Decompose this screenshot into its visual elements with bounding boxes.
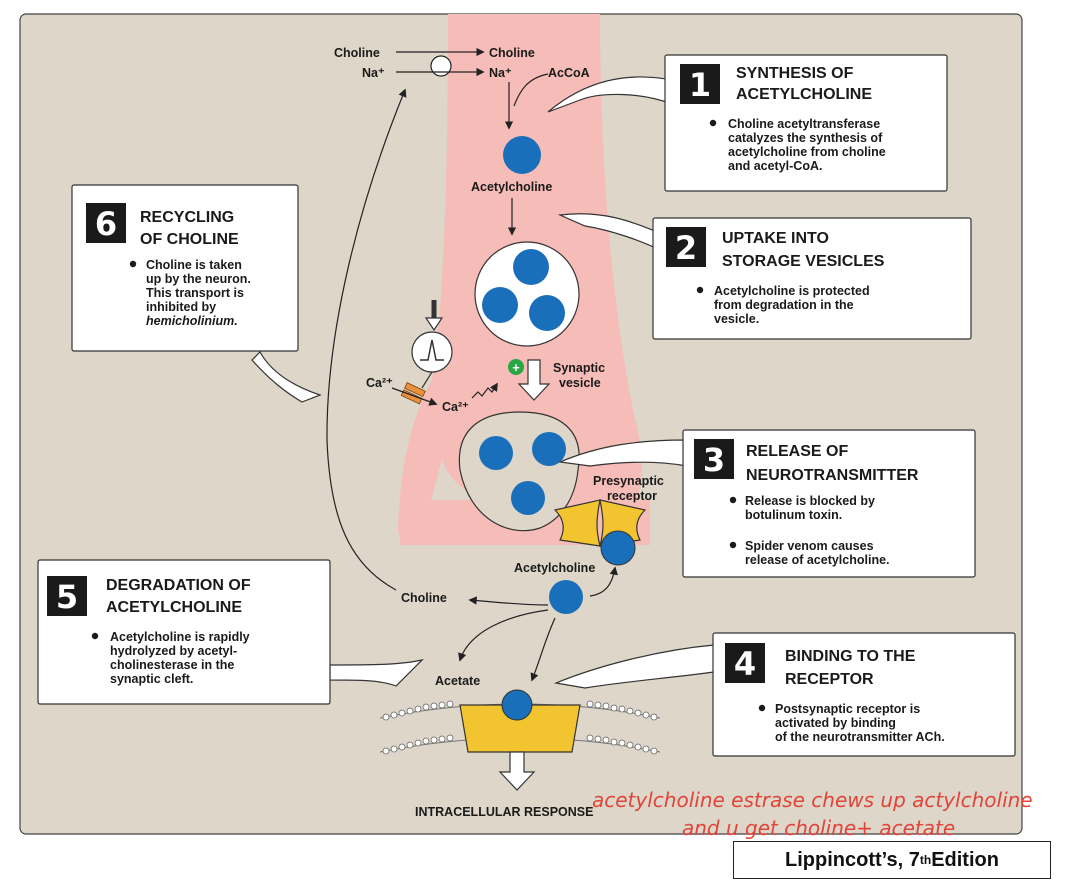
box2-title-2: STORAGE VESICLES	[722, 253, 885, 270]
svg-text:3: 3	[703, 441, 725, 479]
annotation-line-1: acetylcholine estrase chews up actylchol…	[592, 788, 1033, 812]
choline-outside-label: Choline	[334, 46, 380, 60]
svg-text:up by the neuron.: up by the neuron.	[146, 272, 251, 286]
bound-postsynaptic-ach	[501, 689, 533, 721]
svg-text:Acetylcholine is protected: Acetylcholine is protected	[714, 284, 870, 298]
svg-text:inhibited by: inhibited by	[146, 300, 216, 314]
svg-text:This transport is: This transport is	[146, 286, 244, 300]
svg-text:Postsynaptic receptor is: Postsynaptic receptor is	[775, 702, 920, 716]
svg-text:hemicholinium.: hemicholinium.	[146, 314, 238, 328]
svg-text:and acetyl-CoA.: and acetyl-CoA.	[728, 159, 822, 173]
svg-text:6: 6	[95, 205, 117, 243]
svg-text:cholinesterase in the: cholinesterase in the	[110, 658, 234, 672]
svg-text:4: 4	[734, 645, 756, 683]
box-recycling: 6 RECYCLING OF CHOLINE Choline is taken …	[71, 184, 299, 352]
synaptic-vesicle-label-2: vesicle	[559, 376, 601, 390]
svg-text:2: 2	[675, 229, 697, 267]
postsynaptic-membrane	[379, 700, 661, 755]
box4-title-2: RECEPTOR	[785, 671, 874, 688]
recycle-arrow	[326, 88, 407, 591]
svg-text:of the neurotransmitter ACh.: of the neurotransmitter ACh.	[775, 730, 945, 744]
svg-text:Acetylcholine is rapidly: Acetylcholine is rapidly	[110, 630, 250, 644]
svg-text:Spider venom causes: Spider venom causes	[745, 539, 874, 553]
box-release: 3 RELEASE OF NEUROTRANSMITTER Release is…	[682, 429, 976, 578]
na-outside-label: Na⁺	[362, 66, 385, 80]
cleft-acetylcholine	[549, 580, 583, 614]
box3-title-2: NEUROTRANSMITTER	[746, 467, 919, 484]
choline-transporter	[430, 55, 452, 77]
svg-text:5: 5	[56, 578, 78, 616]
svg-text:activated by binding: activated by binding	[775, 716, 896, 730]
box-synthesis: 1 SYNTHESIS OF ACETYLCHOLINE Choline ace…	[664, 54, 948, 192]
choline-cleft-label: Choline	[401, 591, 447, 605]
box6-title-2: OF CHOLINE	[140, 231, 239, 248]
box-degradation: 5 DEGRADATION OF ACETYLCHOLINE Acetylcho…	[37, 559, 331, 705]
synaptic-vesicle-label-1: Synaptic	[553, 361, 605, 375]
svg-text:acetylcholine from choline: acetylcholine from choline	[728, 145, 886, 159]
svg-text:release of acetylcholine.: release of acetylcholine.	[745, 553, 890, 567]
action-potential-icon	[411, 331, 453, 373]
svg-text:synaptic cleft.: synaptic cleft.	[110, 672, 193, 686]
acetate-label: Acetate	[435, 674, 480, 688]
svg-text:Choline is taken: Choline is taken	[146, 258, 242, 272]
ca-outside-label: Ca²⁺	[366, 376, 393, 390]
acetylcholine-cleft-label: Acetylcholine	[514, 561, 595, 575]
svg-text:from degradation in the: from degradation in the	[714, 298, 854, 312]
na-inside-label: Na⁺	[489, 66, 512, 80]
stimulation-plus-icon	[508, 359, 524, 375]
presynaptic-label-2: receptor	[607, 489, 657, 503]
svg-text:hydrolyzed by acetyl-: hydrolyzed by acetyl-	[110, 644, 237, 658]
svg-text:+: +	[512, 360, 520, 375]
box6-title-1: RECYCLING	[140, 209, 234, 226]
box-uptake: 2 UPTAKE INTO STORAGE VESICLES Acetylcho…	[652, 217, 972, 340]
box5-title-1: DEGRADATION OF	[106, 577, 251, 594]
box-binding: 4 BINDING TO THE RECEPTOR Postsynaptic r…	[712, 632, 1016, 757]
svg-text:vesicle.: vesicle.	[714, 312, 759, 326]
box5-title-2: ACETYLCHOLINE	[106, 599, 242, 616]
intracellular-response-label: INTRACELLULAR RESPONSE	[415, 805, 593, 819]
svg-text:Choline acetyltransferase: Choline acetyltransferase	[728, 117, 880, 131]
box2-title-1: UPTAKE INTO	[722, 230, 829, 247]
svg-text:catalyzes the synthesis of: catalyzes the synthesis of	[728, 131, 883, 145]
presynaptic-label-1: Presynaptic	[593, 474, 664, 488]
box1-title-2: ACETYLCHOLINE	[736, 86, 872, 103]
ca-inside-label: Ca²⁺	[442, 400, 469, 414]
box4-title-1: BINDING TO THE	[785, 648, 916, 665]
bound-presynaptic-ach	[600, 530, 636, 566]
box1-title-1: SYNTHESIS OF	[736, 65, 854, 82]
box3-title-1: RELEASE OF	[746, 443, 848, 460]
choline-inside-label: Choline	[489, 46, 535, 60]
accoa-label: AcCoA	[548, 66, 590, 80]
acetylcholine-top-label: Acetylcholine	[471, 180, 552, 194]
svg-text:botulinum toxin.: botulinum toxin.	[745, 508, 842, 522]
acetylcholine-molecule	[503, 136, 541, 174]
annotation-line-2: and u get choline+ acetate	[682, 816, 955, 840]
svg-text:Release is blocked by: Release is blocked by	[745, 494, 875, 508]
svg-text:1: 1	[689, 66, 711, 104]
